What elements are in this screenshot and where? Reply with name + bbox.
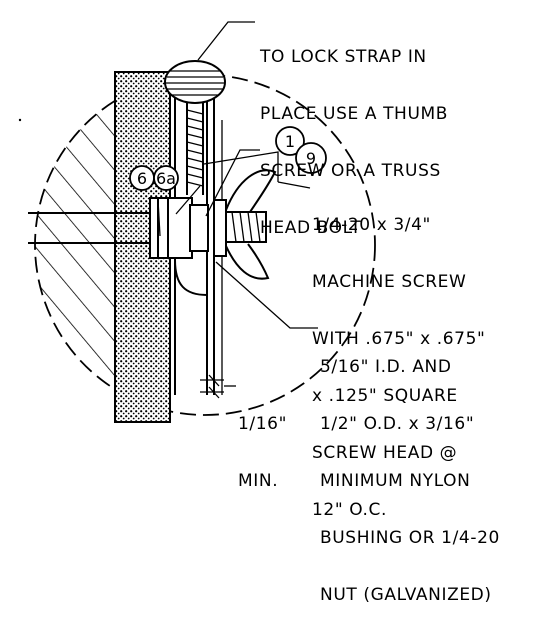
bushing-note: 5/16" I.D. AND 1/2" O.D. x 3/16" MINIMUM…	[320, 320, 500, 624]
machine-screw	[28, 197, 267, 259]
min-gap-line-2: MIN.	[238, 471, 279, 491]
gap-dimension	[200, 374, 236, 399]
detail-circle	[34, 74, 376, 416]
bushing-line-4: BUSHING OR 1/4-20	[320, 528, 500, 548]
tag-9: 9	[295, 142, 327, 174]
tag-1: 1	[275, 126, 305, 156]
threaded-shaft	[186, 103, 204, 195]
lock-strap-note: TO LOCK STRAP IN PLACE USE A THUMB SCREW…	[260, 10, 448, 257]
tag-9-label: 9	[306, 149, 316, 168]
tag-6: 6	[129, 165, 155, 191]
tag-6a: 6a	[153, 165, 179, 191]
min-gap-line-1: 1/16"	[238, 414, 287, 434]
machine-screw-line-1: 1/4-20 x 3/4"	[312, 215, 431, 235]
bushing-line-1: 5/16" I.D. AND	[320, 357, 452, 377]
tag-1-label: 1	[285, 132, 295, 151]
lock-strap-line-3: SCREW OR A TRUSS	[260, 161, 441, 181]
machine-screw-line-4: x .125" SQUARE	[312, 386, 458, 406]
wing-nut	[225, 169, 277, 280]
stray-dot	[18, 118, 22, 122]
machine-screw-line-3: WITH .675" x .675"	[312, 329, 486, 349]
detail-drawing: 1 9 6 6a	[18, 21, 376, 423]
bushing-line-2: 1/2" O.D. x 3/16"	[320, 414, 475, 434]
bushing-line-5: NUT (GALVANIZED)	[320, 585, 492, 605]
machine-screw-line-2: MACHINE SCREW	[312, 272, 467, 292]
lock-strap-line-2: PLACE USE A THUMB	[260, 104, 449, 124]
bracket	[174, 259, 208, 296]
lock-strap-line-4: HEAD BOLT	[260, 218, 362, 238]
min-gap-note: 1/16" MIN.	[238, 377, 287, 510]
tag-6-label: 6	[137, 169, 147, 188]
tag-6a-label: 6a	[156, 169, 176, 188]
bushing-line-3: MINIMUM NYLON	[320, 471, 471, 491]
leader-lines	[157, 21, 318, 329]
lock-strap-line-1: TO LOCK STRAP IN	[260, 47, 427, 67]
thumb-screw-head	[164, 60, 226, 104]
